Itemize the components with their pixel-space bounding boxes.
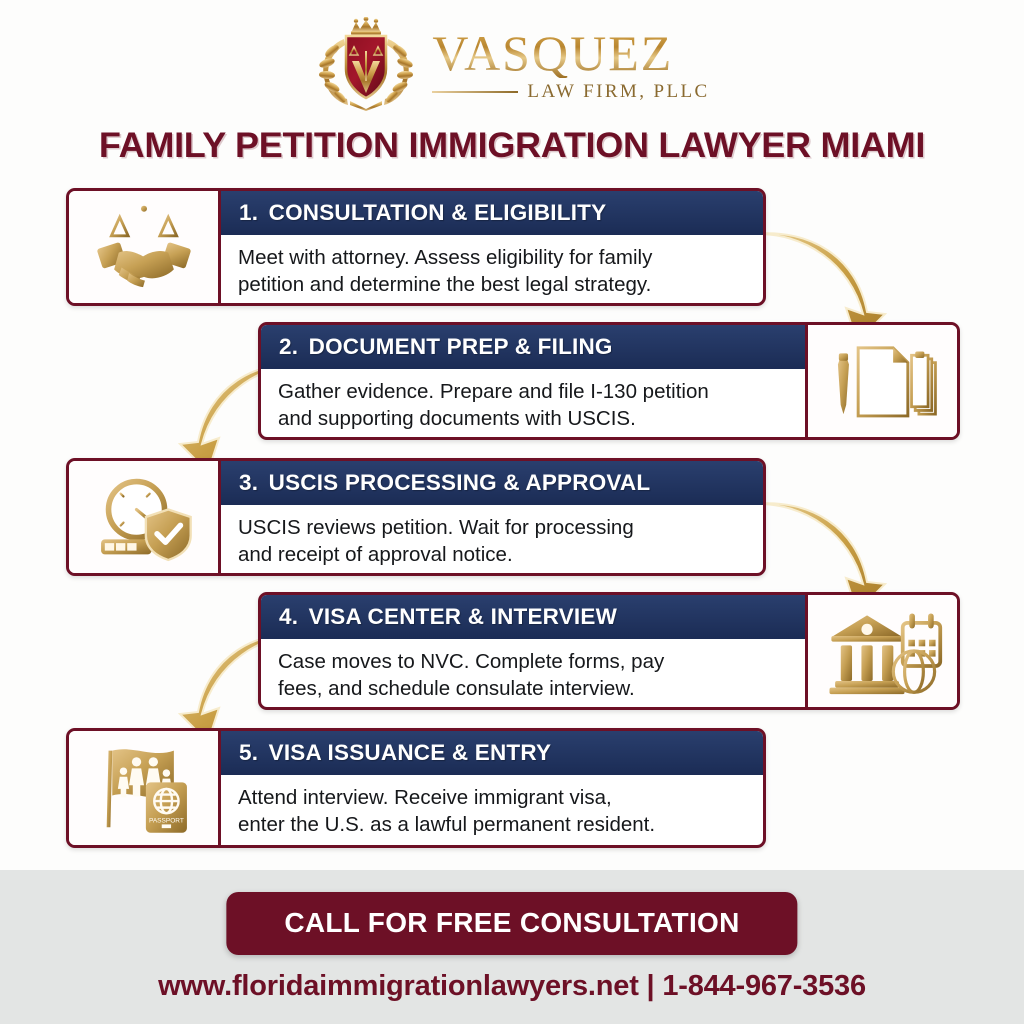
step-4-heading-text: VISA CENTER & INTERVIEW [308, 604, 618, 629]
step-3-body: 3. USCIS PROCESSING & APPROVAL USCIS rev… [221, 461, 763, 573]
step-1-heading: 1. CONSULTATION & ELIGIBILITY [221, 191, 763, 235]
brand-name: VASQUEZ [432, 28, 709, 78]
step-5-heading-text: VISA ISSUANCE & ENTRY [268, 740, 552, 765]
brand-wordmark: VASQUEZ LAW FIRM, PLLC [432, 28, 709, 103]
brand-subtitle: LAW FIRM, PLLC [527, 80, 710, 102]
step-1-body: 1. CONSULTATION & ELIGIBILITY Meet with … [221, 191, 763, 303]
step-1-desc-line2: petition and determine the best legal st… [238, 273, 652, 297]
scales-handshake-icon [69, 191, 221, 303]
footer-band: CALL FOR FREE CONSULTATION www.floridaim… [0, 870, 1024, 1024]
documents-pen-clipboard-icon [805, 325, 957, 437]
step-2-heading: 2. DOCUMENT PREP & FILING [261, 325, 805, 369]
step-card-1[interactable]: 1. CONSULTATION & ELIGIBILITY Meet with … [66, 188, 766, 306]
logo-divider-rule [432, 90, 519, 93]
call-for-free-consultation-button[interactable]: CALL FOR FREE CONSULTATION [226, 892, 798, 955]
step-3-heading-text: USCIS PROCESSING & APPROVAL [268, 470, 651, 495]
step-2-desc-line1: Gather evidence. Prepare and file I-130 … [278, 380, 709, 403]
step-4-desc-line2: fees, and schedule consulate interview. [278, 677, 635, 701]
step-1-description: Meet with attorney. Assess eligibility f… [221, 235, 763, 303]
step-card-4[interactable]: 4. VISA CENTER & INTERVIEW Case moves to… [258, 592, 960, 710]
step-5-heading: 5. VISA ISSUANCE & ENTRY [221, 731, 763, 775]
step-5-body: 5. VISA ISSUANCE & ENTRY Attend intervie… [221, 731, 763, 845]
step-3-number: 3. [239, 470, 259, 495]
step-5-desc-line2: enter the U.S. as a lawful permanent res… [238, 813, 656, 837]
step-5-desc-line1: Attend interview. Receive immigrant visa… [238, 786, 612, 809]
step-1-desc-line1: Meet with attorney. Assess eligibility f… [238, 246, 653, 269]
step-5-description: Attend interview. Receive immigrant visa… [221, 775, 763, 845]
step-3-desc-line2: and receipt of approval notice. [238, 543, 513, 567]
passport-label: PASSPORT [148, 818, 183, 825]
step-5-number: 5. [239, 740, 259, 765]
step-card-3[interactable]: 3. USCIS PROCESSING & APPROVAL USCIS rev… [66, 458, 766, 576]
government-building-calendar-globe-icon [805, 595, 957, 707]
step-4-body: 4. VISA CENTER & INTERVIEW Case moves to… [261, 595, 805, 707]
step-3-desc-line1: USCIS reviews petition. Wait for process… [238, 516, 634, 539]
step-1-heading-text: CONSULTATION & ELIGIBILITY [268, 200, 607, 225]
step-card-5[interactable]: PASSPORT 5. VISA ISSUANCE & ENTRY Attend… [66, 728, 766, 848]
contact-line[interactable]: www.floridaimmigrationlawyers.net | 1-84… [158, 970, 866, 1002]
family-flag-passport-icon: PASSPORT [69, 731, 221, 845]
clock-shield-check-icon [69, 461, 221, 573]
step-3-description: USCIS reviews petition. Wait for process… [221, 505, 763, 573]
step-1-number: 1. [239, 200, 259, 225]
step-2-heading-text: DOCUMENT PREP & FILING [308, 334, 613, 359]
step-4-number: 4. [279, 604, 299, 629]
step-2-description: Gather evidence. Prepare and file I-130 … [261, 369, 805, 437]
brand-logo: VASQUEZ LAW FIRM, PLLC [0, 16, 1024, 112]
step-2-body: 2. DOCUMENT PREP & FILING Gather evidenc… [261, 325, 805, 437]
step-2-desc-line2: and supporting documents with USCIS. [278, 407, 636, 431]
step-3-heading: 3. USCIS PROCESSING & APPROVAL [221, 461, 763, 505]
step-4-desc-line1: Case moves to NVC. Complete forms, pay [278, 650, 665, 673]
step-4-description: Case moves to NVC. Complete forms, pay f… [261, 639, 805, 707]
crest-shield-laurel-logo-icon [314, 16, 418, 111]
step-4-heading: 4. VISA CENTER & INTERVIEW [261, 595, 805, 639]
step-2-number: 2. [279, 334, 299, 359]
step-card-2[interactable]: 2. DOCUMENT PREP & FILING Gather evidenc… [258, 322, 960, 440]
page-title: FAMILY PETITION IMMIGRATION LAWYER MIAMI [98, 126, 926, 165]
